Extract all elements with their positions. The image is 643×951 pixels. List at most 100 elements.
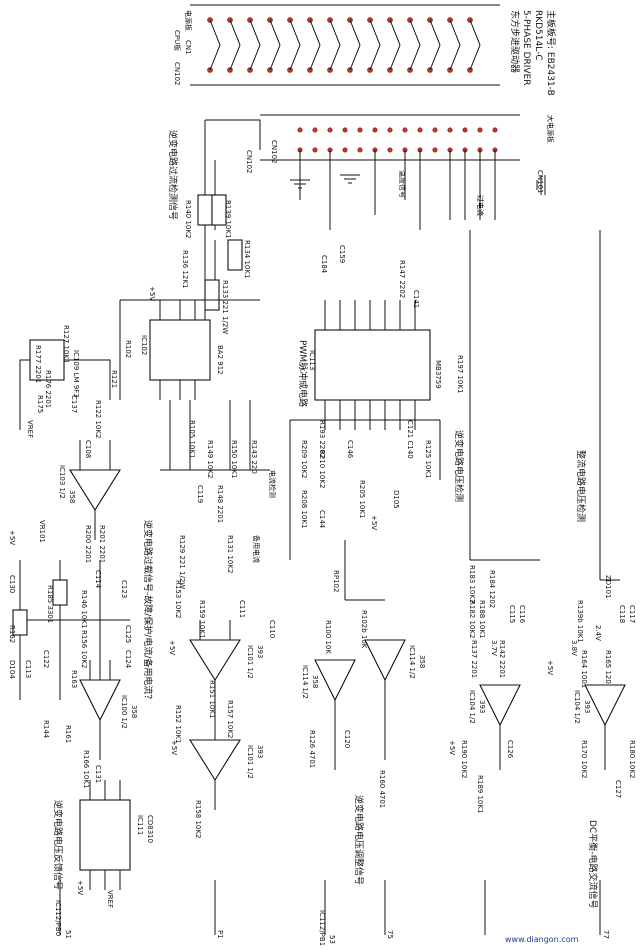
- vcc-label-5: +5V: [170, 740, 178, 755]
- ic103-label: IC103 1/2: [58, 465, 66, 499]
- bottom-pin-7: 77: [602, 930, 610, 939]
- bottom-pin-1: IC112/PB0: [54, 900, 62, 936]
- r102-label: R102: [124, 340, 132, 358]
- dc-bus-voltage-label: DC平衡-电路交流信号: [587, 820, 599, 908]
- r131-label: R131 10K2: [226, 535, 234, 573]
- r142-label: R142 2201: [498, 640, 506, 678]
- ic114a-opamp: [314, 659, 356, 702]
- ic104b-part-label: 393: [583, 700, 591, 713]
- bottom-pin-4: 53: [328, 935, 336, 944]
- r163-label: R163: [70, 670, 78, 688]
- r180-label: R180 10K2: [628, 740, 636, 778]
- ic114b-part-label: 358: [418, 655, 426, 668]
- r100-label: R100 10K: [324, 620, 332, 654]
- over-current-detect-label: 逆变电路过流检测信号: [167, 130, 179, 220]
- ic101-label: IC101 1/2: [246, 645, 254, 679]
- ic114a-part-label: 358: [311, 675, 319, 688]
- drive-board-label: 大电源板: [546, 115, 555, 143]
- r121-label: R121: [110, 370, 118, 388]
- v24-label: 2.4V: [594, 625, 602, 641]
- cn102-pin7-label: CN102: [245, 150, 253, 174]
- r184-label: R184 1202: [488, 570, 496, 608]
- cpu-board-label: CPU板: [173, 30, 182, 51]
- r136-label: R136 12K1: [181, 250, 189, 288]
- vref-label-2: VREF: [106, 890, 114, 908]
- ic104b-block: 整流电路电压检测 ZD101 R139b 10K1 C117 C118 R164…: [546, 230, 636, 908]
- v38-label: 3.8V: [570, 640, 578, 656]
- vcc-label-1: +5V: [148, 286, 156, 301]
- vcc-label-4: +5V: [168, 640, 176, 655]
- ic109-block: IC109 LM 9F3 R177 2201 R176 2201 R127 10…: [19, 325, 111, 438]
- r182-label: R182 10K2: [468, 600, 476, 638]
- watermark-url: www.diangon.com: [505, 935, 579, 944]
- bottom-pin-3: IC112/PB1: [318, 910, 326, 946]
- c108-label: C108: [84, 440, 92, 458]
- c122-label: C113: [24, 660, 32, 678]
- r205-label: C144: [318, 510, 326, 529]
- vcc-label-3: +5V: [76, 880, 84, 895]
- r161-label: R161: [64, 725, 72, 743]
- tri-wave-label: 逆变电路过载信号-故障/保护/电流/备用电流？: [142, 520, 154, 703]
- r164-label: R164 1001: [580, 650, 588, 688]
- title-line1: 东方步进驱动器: [509, 10, 521, 73]
- temp-signal-label: 温度信号: [398, 170, 407, 198]
- r156-label: R156 10K2: [80, 630, 88, 668]
- ic104a-part-label: 393: [478, 700, 486, 713]
- d104-label: R105 10K1: [188, 420, 196, 458]
- c126-label: C126: [506, 740, 514, 759]
- c184-label: C184: [320, 255, 328, 274]
- r134-resistor: [227, 239, 243, 271]
- ic100-block: IC100 1/2 358 R161 R144 R166 10K1 C131: [42, 660, 138, 788]
- ic111-block: IC111 CD8310 逆变电路电压反馈信号 +5V VREF: [52, 780, 154, 908]
- r126-label: R126 4701: [308, 730, 316, 768]
- r122-label: R122 10K2: [94, 400, 102, 438]
- ic101b-label: IC101 1/2: [246, 745, 254, 779]
- ic103-part-label: 358: [68, 490, 76, 503]
- r140-resistor: [197, 194, 213, 226]
- ic113-part-label: MB3759: [434, 360, 442, 389]
- title-block: 东方步进驱动器 5-PHASE DRIVER RKD514L-C 主板板号: E…: [509, 10, 557, 96]
- ic109-chip: [29, 339, 65, 381]
- c115-label: C115: [508, 605, 516, 623]
- ic114b-label: IC114 1/2: [408, 645, 416, 679]
- ic113-block: PWM脉冲成电路 IC113 MB3759 C184 C159 R147 220…: [297, 245, 464, 430]
- r139b-label: R139b 10K1: [576, 600, 584, 643]
- r139-label: R139 10K1: [224, 200, 232, 238]
- r143-label: C119: [196, 485, 204, 503]
- zd101-label: ZD101: [604, 575, 612, 599]
- ic114a-label: IC114 1/2: [301, 665, 309, 699]
- bridge-voltage-detect-label: 整流电路电压检测: [575, 450, 587, 522]
- r175-label: R175: [36, 395, 44, 413]
- c119-label: R148 2201: [216, 485, 224, 523]
- r157-label: R151 10K1: [208, 680, 216, 718]
- ic101b-opamp: [189, 739, 241, 782]
- current-detect-label: 电流检测: [268, 470, 277, 498]
- c137-label: C137: [70, 395, 78, 413]
- inverter-adjust-label: 逆变电路电压调整信号: [353, 795, 365, 885]
- r129-label: R129 221 1/2W: [178, 535, 186, 589]
- ic101a-opamp: [189, 639, 241, 682]
- ic101-part-label: 393: [256, 645, 264, 658]
- r133-resistor: [204, 279, 220, 311]
- cn102-top-label: CN102: [173, 62, 181, 86]
- vcc-label-2: +5V: [8, 530, 16, 545]
- ic101-block: IC101 1/2 393 IC101 1/2 393 R153 10K2 R1…: [168, 580, 276, 838]
- r151-label: R152 10K1: [174, 705, 182, 743]
- r185-label: R185 3301: [46, 585, 54, 623]
- r148-label: R153 10K2: [174, 580, 182, 618]
- vref-label: VREF: [26, 420, 34, 438]
- ic113-chip: [314, 329, 431, 401]
- ic100-label: IC100 1/2: [120, 695, 128, 729]
- vr101-label: VR101: [38, 520, 46, 543]
- ic102-part-label: BA2 912: [216, 345, 224, 375]
- r160-label: R160 4701: [378, 770, 386, 808]
- bottom-pin-5: P1: [216, 930, 224, 939]
- c125-label: C125: [124, 625, 132, 643]
- ic104b-opamp: [584, 684, 626, 727]
- ic100-opamp: [79, 679, 121, 722]
- left-lower-network: C130 R162 R185 3301 C114 C123 R146 10K1 …: [8, 560, 132, 700]
- c110-label: C110: [268, 620, 276, 638]
- ic111-part-label: CD8310: [146, 815, 154, 843]
- c123-label: C123: [120, 580, 128, 598]
